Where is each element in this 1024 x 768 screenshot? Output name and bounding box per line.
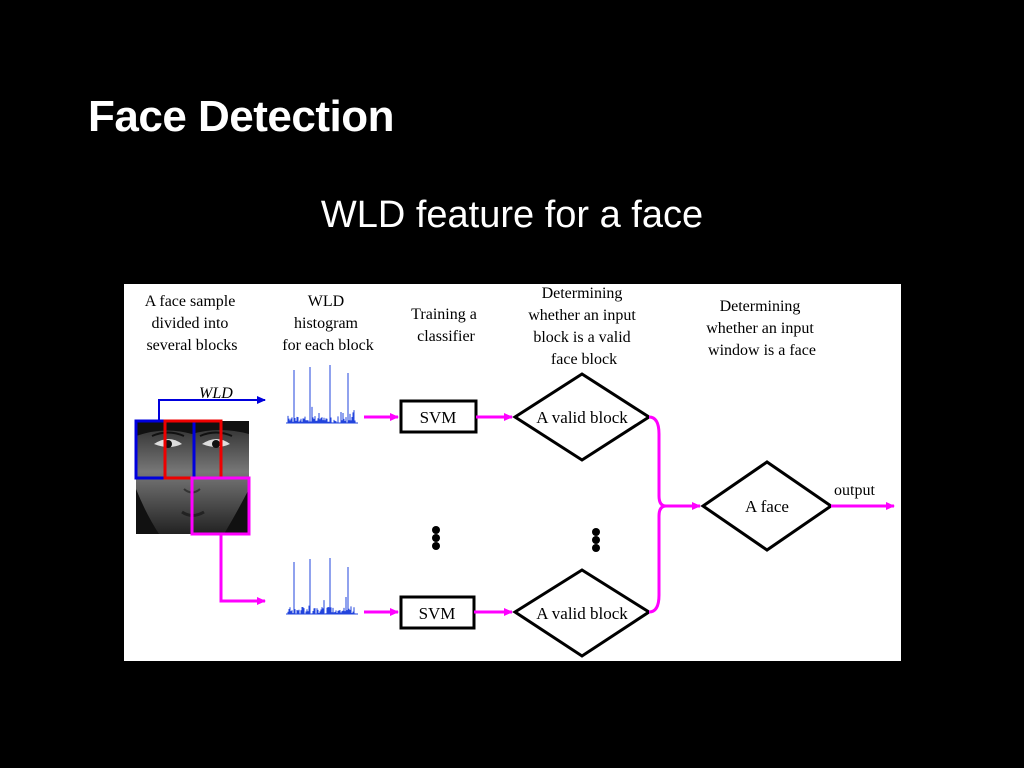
col4-header: Determining whether an input block is a … (528, 285, 640, 368)
lower-block-arrow (219, 534, 266, 605)
col1-header-line: A face sample (145, 293, 236, 310)
slide-title: Face Detection (88, 92, 394, 141)
col4-header-line: Determining (542, 285, 623, 302)
valid-block-label-top: A valid block (536, 408, 628, 427)
col3-header-line: Training a (411, 306, 477, 323)
col1-header: A face sample divided into several block… (145, 293, 240, 354)
svm-label-bottom: SVM (419, 604, 456, 623)
face-decision-label: A face (745, 497, 789, 516)
histogram-bottom (286, 558, 358, 615)
col2-header-line: WLD (308, 293, 344, 310)
col1-header-line: several blocks (146, 337, 237, 354)
col1-header-line: divided into (152, 315, 229, 332)
col5-header-line: Determining (720, 298, 801, 315)
col5-header: Determining whether an input window is a… (706, 298, 818, 359)
wld-label: WLD (199, 385, 233, 402)
col5-header-line: whether an input (706, 320, 814, 337)
wld-face-detection-diagram: A face sample divided into several block… (124, 284, 901, 661)
merge-top-branch (648, 415, 667, 508)
merge-bottom-branch (648, 504, 667, 614)
ellipsis-dots-svm (432, 526, 440, 550)
col4-header-line: block is a valid (533, 329, 630, 346)
col3-header: Training a classifier (411, 306, 481, 345)
wld-blue-arrow (158, 396, 266, 422)
col5-header-line: window is a face (708, 342, 816, 359)
valid-block-label-bottom: A valid block (536, 604, 628, 623)
svm-box-top (399, 399, 478, 434)
slide-subtitle: WLD feature for a face (320, 194, 704, 236)
ellipsis-dots-valid (592, 528, 600, 552)
col2-header-line: histogram (294, 315, 359, 332)
histogram-top (286, 365, 358, 424)
col3-header-line: classifier (417, 328, 475, 345)
svm-box-bottom (399, 595, 476, 630)
col4-header-line: face block (551, 351, 617, 368)
svm-label-top: SVM (420, 408, 457, 427)
col2-header-line: for each block (282, 337, 374, 354)
col4-header-line: whether an input (528, 307, 636, 324)
col2-header: WLD histogram for each block (282, 293, 374, 354)
output-label: output (834, 482, 875, 499)
